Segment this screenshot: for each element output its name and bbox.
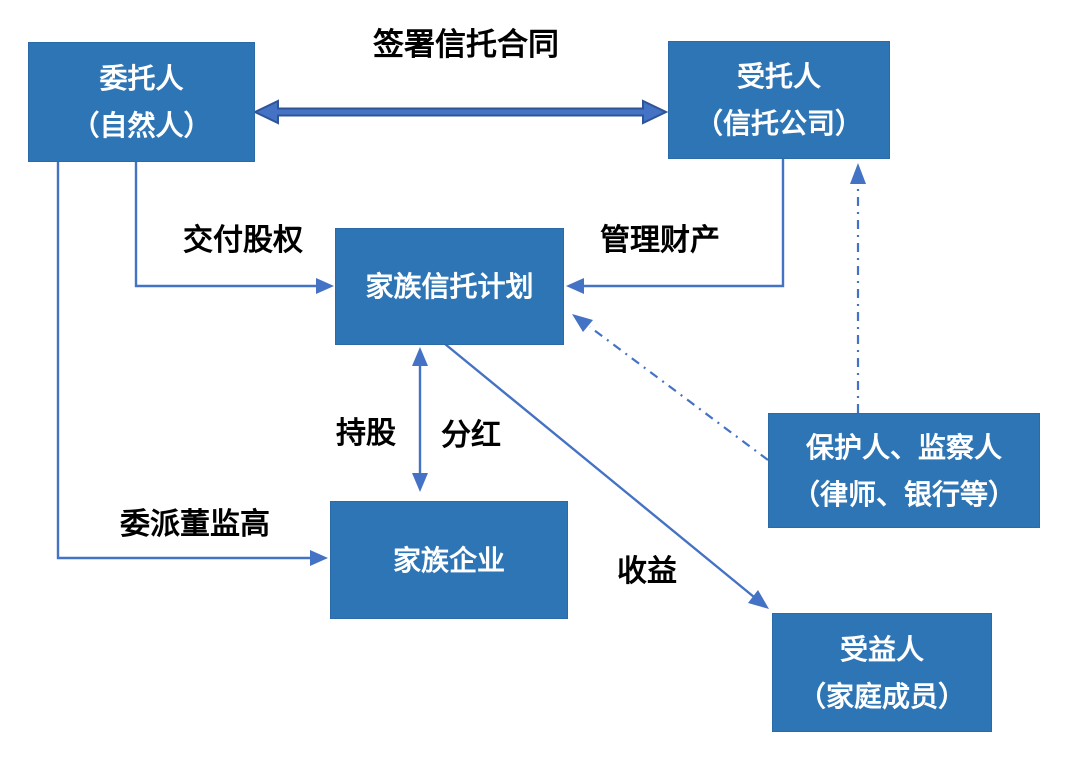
income-line	[444, 343, 755, 598]
hold-shares-arrowhead-top	[412, 347, 428, 366]
deliver-equity-line	[134, 162, 320, 288]
node-settlor-line2: （自然人）	[71, 109, 212, 142]
node-beneficiary-line2: （家庭成员）	[797, 679, 966, 713]
arrow-deliver-equity	[134, 162, 334, 294]
arrow-protector-to-trustee	[850, 163, 866, 413]
arrow-manage-property	[566, 159, 785, 294]
appoint-executives-line	[56, 162, 312, 560]
edge-label-sign-contract: 签署信托合同	[373, 27, 559, 63]
manage-property-line	[580, 159, 785, 288]
node-settlor: 委托人 （自然人）	[28, 42, 255, 162]
hold-shares-arrowhead-bottom	[412, 473, 428, 492]
node-trust-plan: 家族信托计划	[335, 228, 564, 345]
appoint-executives-arrowhead	[310, 550, 328, 566]
node-beneficiary: 受益人 （家庭成员）	[772, 613, 992, 732]
node-family-business: 家族企业	[330, 501, 568, 619]
arrow-protector-to-trust-plan	[572, 314, 769, 461]
protector-trust-plan-arrowhead	[572, 314, 593, 332]
edge-label-deliver-equity: 交付股权	[183, 223, 303, 258]
node-trustee: 受托人 （信托公司）	[668, 41, 890, 159]
node-protector: 保护人、监察人 （律师、银行等）	[768, 413, 1040, 528]
sign-contract-double-arrow	[252, 99, 669, 125]
manage-property-arrowhead	[566, 278, 584, 294]
node-settlor-line1: 委托人	[99, 62, 184, 95]
protector-trustee-arrowhead	[850, 163, 866, 184]
edge-label-income: 收益	[617, 554, 677, 589]
arrow-hold-shares-dividends	[412, 347, 428, 492]
node-protector-line2: （律师、银行等）	[791, 477, 1016, 511]
edge-label-dividends: 分红	[441, 418, 501, 453]
node-family-business-line1: 家族企业	[392, 543, 505, 577]
arrow-income	[444, 343, 769, 609]
arrow-sign-contract	[252, 99, 669, 125]
node-trustee-line1: 受托人	[736, 60, 821, 93]
node-protector-line1: 保护人、监察人	[805, 430, 1002, 464]
edge-label-hold-shares: 持股	[336, 416, 396, 451]
node-beneficiary-line1: 受益人	[839, 632, 924, 666]
income-arrowhead	[748, 590, 769, 609]
arrow-appoint-executives	[56, 162, 328, 566]
node-trustee-line2: （信托公司）	[694, 107, 863, 140]
edge-label-appoint-executives: 委派董监高	[120, 507, 270, 542]
node-trust-plan-line1: 家族信托计划	[365, 270, 534, 303]
edge-label-manage-property: 管理财产	[600, 223, 720, 258]
deliver-equity-arrowhead	[316, 278, 334, 294]
protector-trust-plan-line	[589, 326, 769, 461]
